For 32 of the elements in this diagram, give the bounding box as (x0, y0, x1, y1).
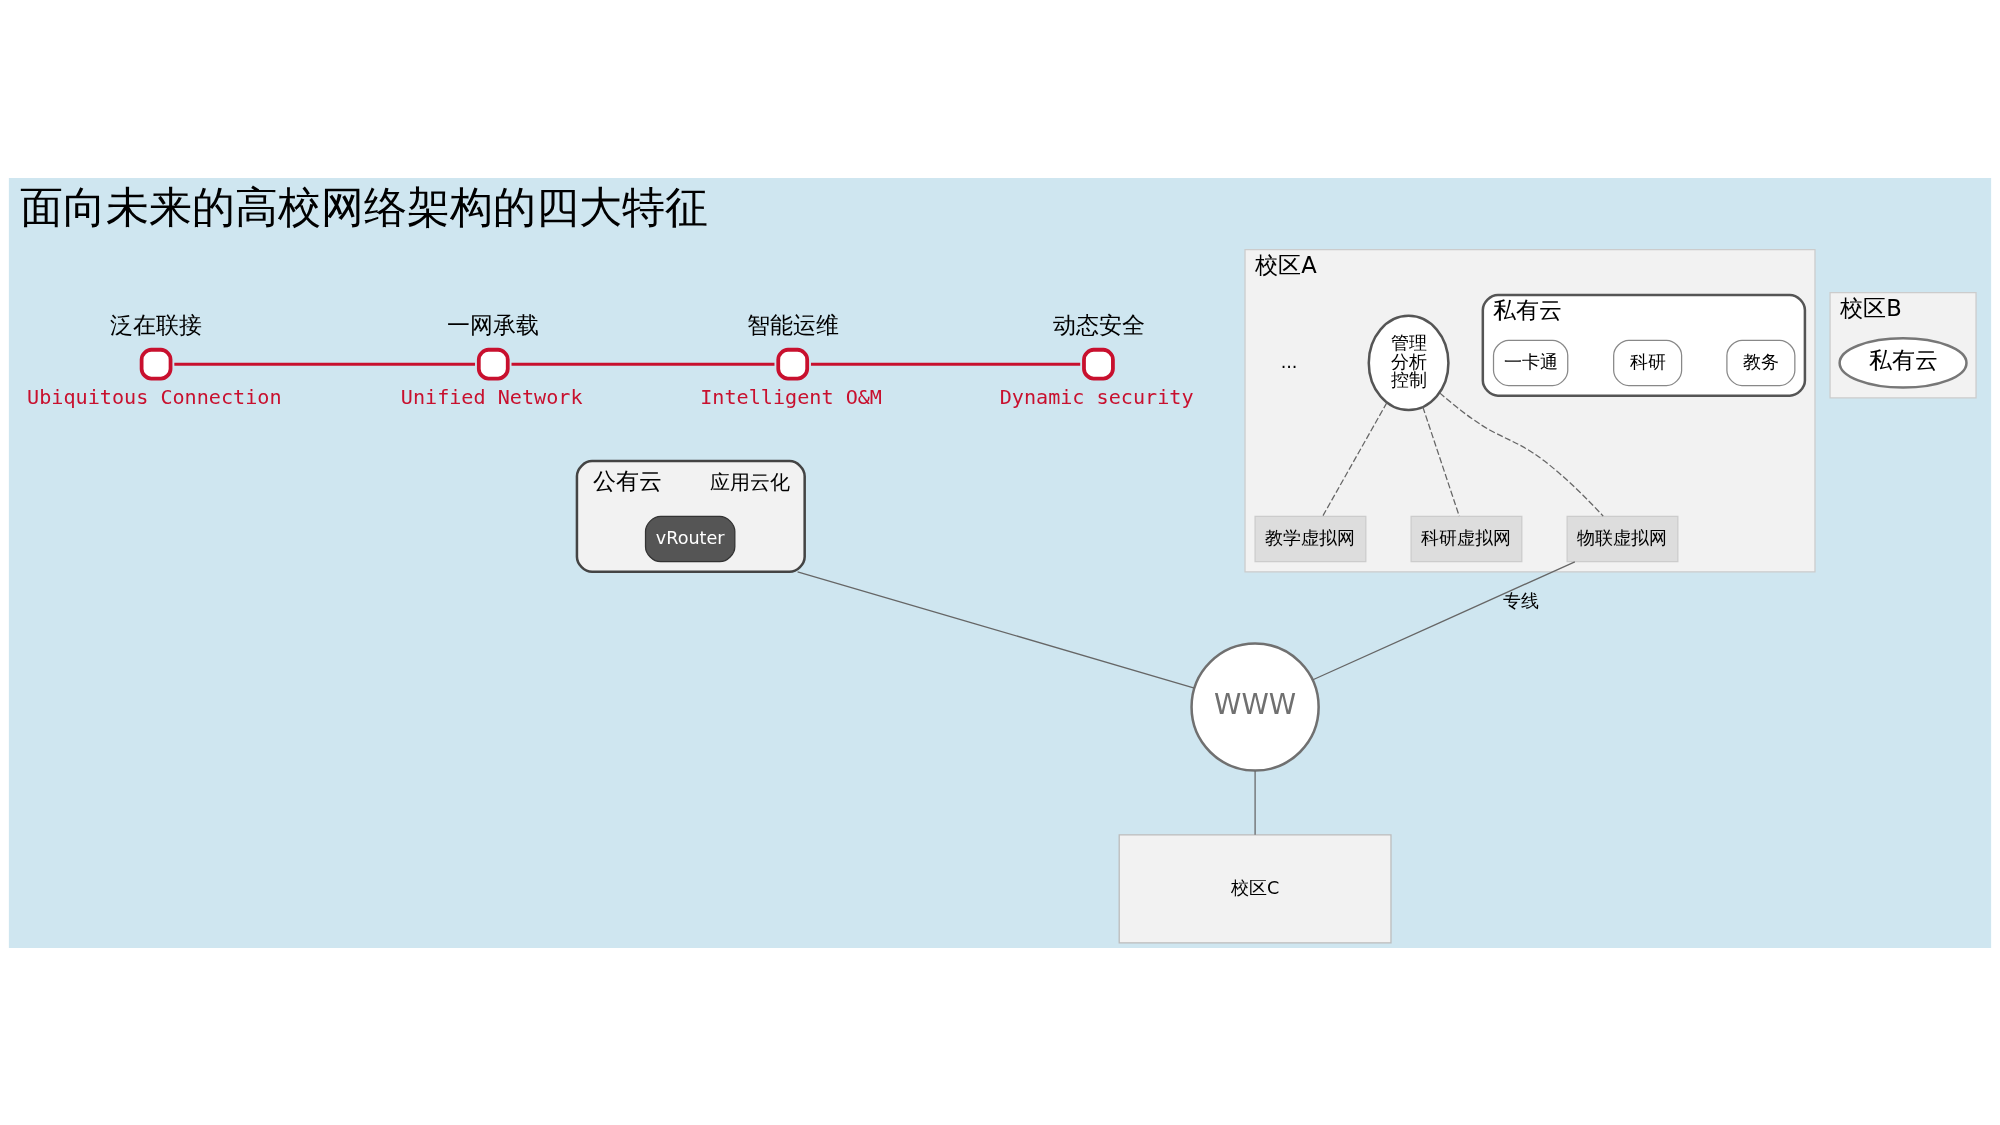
node-label: 泛在联接 (110, 311, 203, 338)
diagram-title: 面向未来的高校网络架构的四大特征 (20, 181, 709, 232)
connector (1321, 401, 1388, 517)
node-box: 科研 (1613, 339, 1683, 386)
node-circle: WWW (1190, 641, 1320, 772)
node-label: Dynamic security (999, 384, 1194, 409)
connector (810, 362, 1081, 366)
connector (1254, 769, 1256, 835)
node-box: vRouter (644, 515, 736, 562)
connector (511, 362, 775, 366)
connector (1439, 391, 1604, 517)
node-box: 一卡通 (1492, 339, 1569, 386)
node-box: 教学虚拟网 (1254, 515, 1367, 562)
node-label: 公有云 (592, 467, 662, 494)
node-box: 物联虚拟网 (1566, 515, 1679, 562)
connector (174, 362, 476, 366)
node-ellipse: 私有云 (1838, 336, 1968, 389)
node-label: Unified Network (400, 384, 583, 409)
node-box: 科研虚拟网 (1410, 515, 1523, 562)
node-label: Ubiquitous Connection (27, 384, 282, 409)
node-label: 动态安全 (1052, 311, 1145, 338)
edge-label: 专线 (1503, 590, 1540, 611)
node-box: 教务 (1726, 339, 1796, 386)
connector (796, 570, 1196, 689)
connector (1312, 560, 1576, 680)
connector (1422, 406, 1460, 517)
node-label: 智能运维 (746, 311, 839, 338)
label: ... (1280, 351, 1298, 372)
node-label: Intelligent O&M (700, 384, 882, 409)
node-box: 校区C (1118, 833, 1392, 944)
node-label: 一网承载 (447, 311, 540, 338)
node-ellipse: 管理 分析 控制 (1367, 314, 1450, 411)
